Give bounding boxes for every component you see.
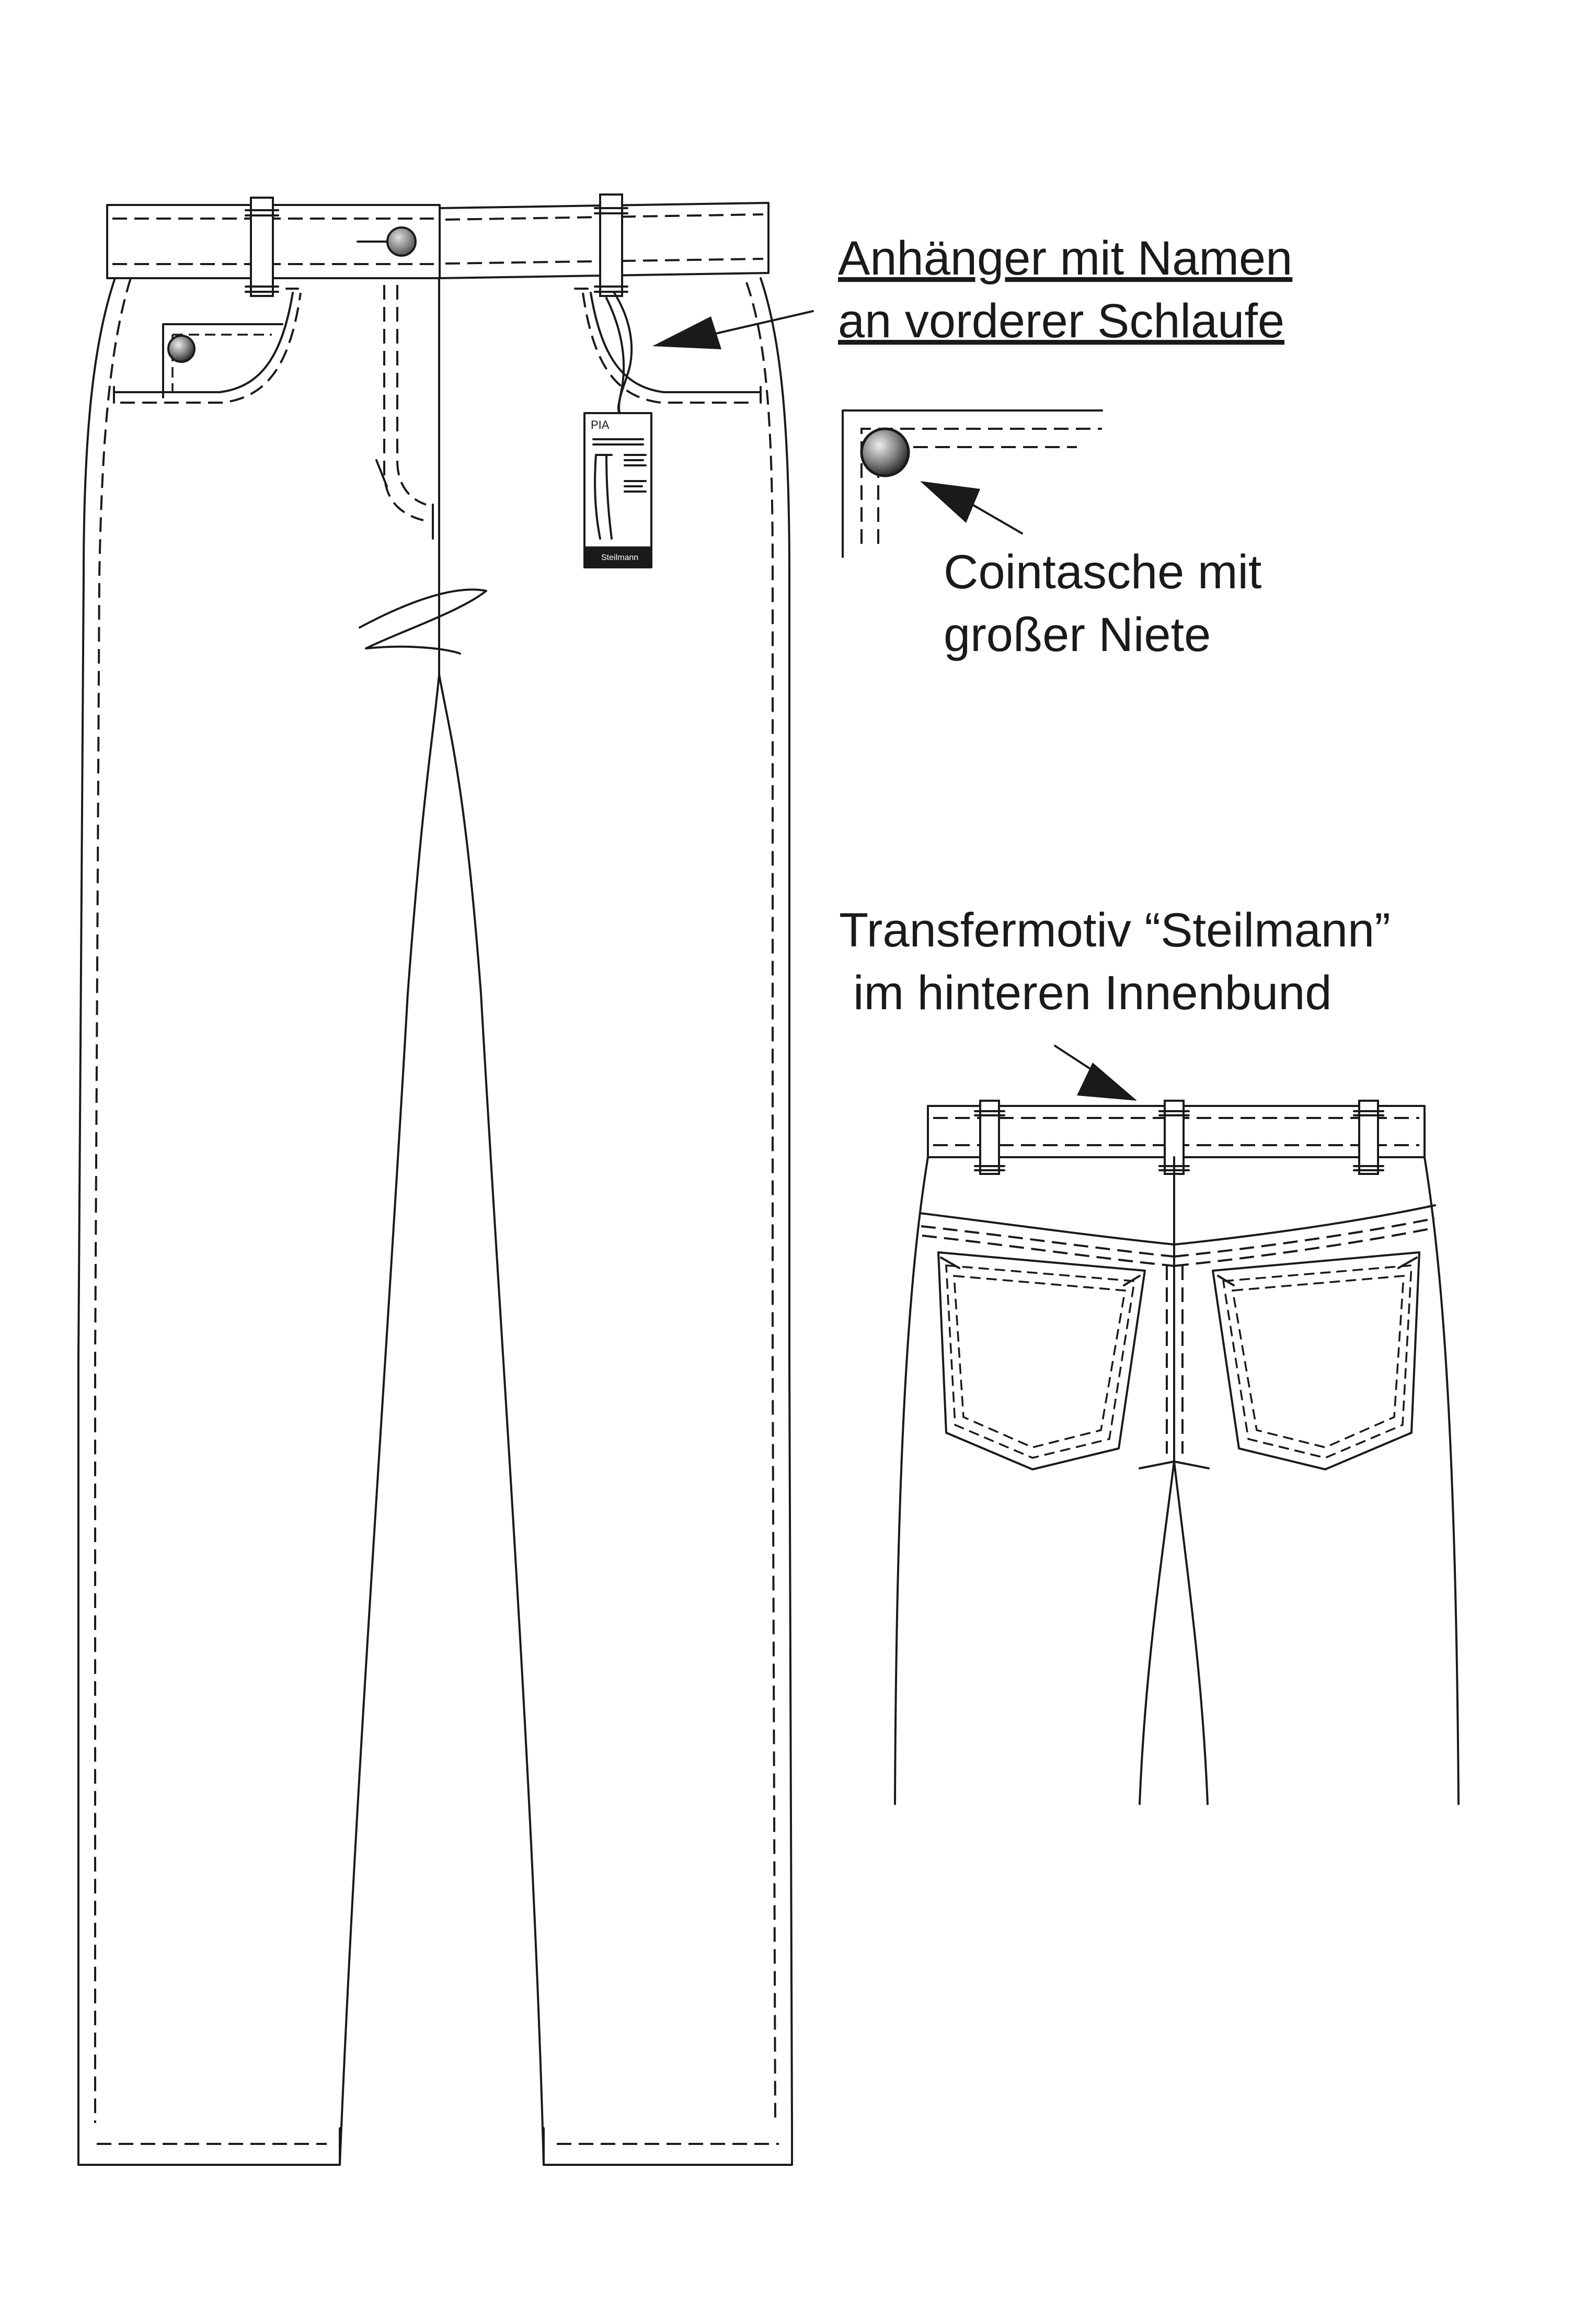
back-pocket-right (1212, 1251, 1420, 1470)
annotation-tag: Anhänger mit Namen an vorderer Schlaufe (838, 232, 1292, 348)
button-icon (386, 226, 417, 257)
annotation-coin-pocket: Cointasche mit großer Niete (944, 545, 1261, 661)
annotation-transfer: Transfermotiv “Steilmann” im hinteren In… (839, 904, 1391, 1020)
annotation-tag-line2: an vorderer Schlaufe (838, 294, 1284, 348)
rivet-icon (167, 335, 196, 363)
tag-arrow (652, 310, 814, 349)
annotation-transfer-line2: im hinteren Innenbund (853, 966, 1332, 1020)
annotation-tag-line1: Anhänger mit Namen (838, 232, 1292, 285)
front-fly (359, 277, 487, 676)
back-center-seam (1139, 1156, 1210, 1805)
back-belt-loop-left (974, 1100, 1005, 1175)
hang-tag-brand: Steilmann (601, 553, 638, 562)
back-pocket-left (937, 1251, 1146, 1470)
hang-tag-name: PIA (591, 418, 610, 431)
front-leg-left (77, 277, 440, 2166)
coin-pocket-detail (842, 409, 1103, 558)
rivet-icon (860, 427, 910, 477)
back-belt-loop-right (1353, 1100, 1384, 1175)
front-leg-right (438, 277, 793, 2166)
annotation-transfer-line1: Transfermotiv “Steilmann” (839, 904, 1391, 957)
coin-pocket-arrow (920, 481, 1023, 534)
front-view-jeans: PIA Steilmann (77, 193, 814, 2166)
front-belt-loop-left (245, 197, 279, 297)
front-belt-loop-right (594, 193, 628, 297)
annotation-coin-line2: großer Niete (944, 608, 1211, 661)
hang-tag: PIA Steilmann (583, 292, 652, 568)
back-view-jeans (894, 1045, 1460, 1805)
front-pocket-right (574, 288, 762, 404)
annotation-coin-line1: Cointasche mit (944, 545, 1261, 599)
front-waistband (106, 202, 770, 279)
front-pocket-left (113, 288, 302, 404)
transfer-arrow (1054, 1045, 1137, 1101)
